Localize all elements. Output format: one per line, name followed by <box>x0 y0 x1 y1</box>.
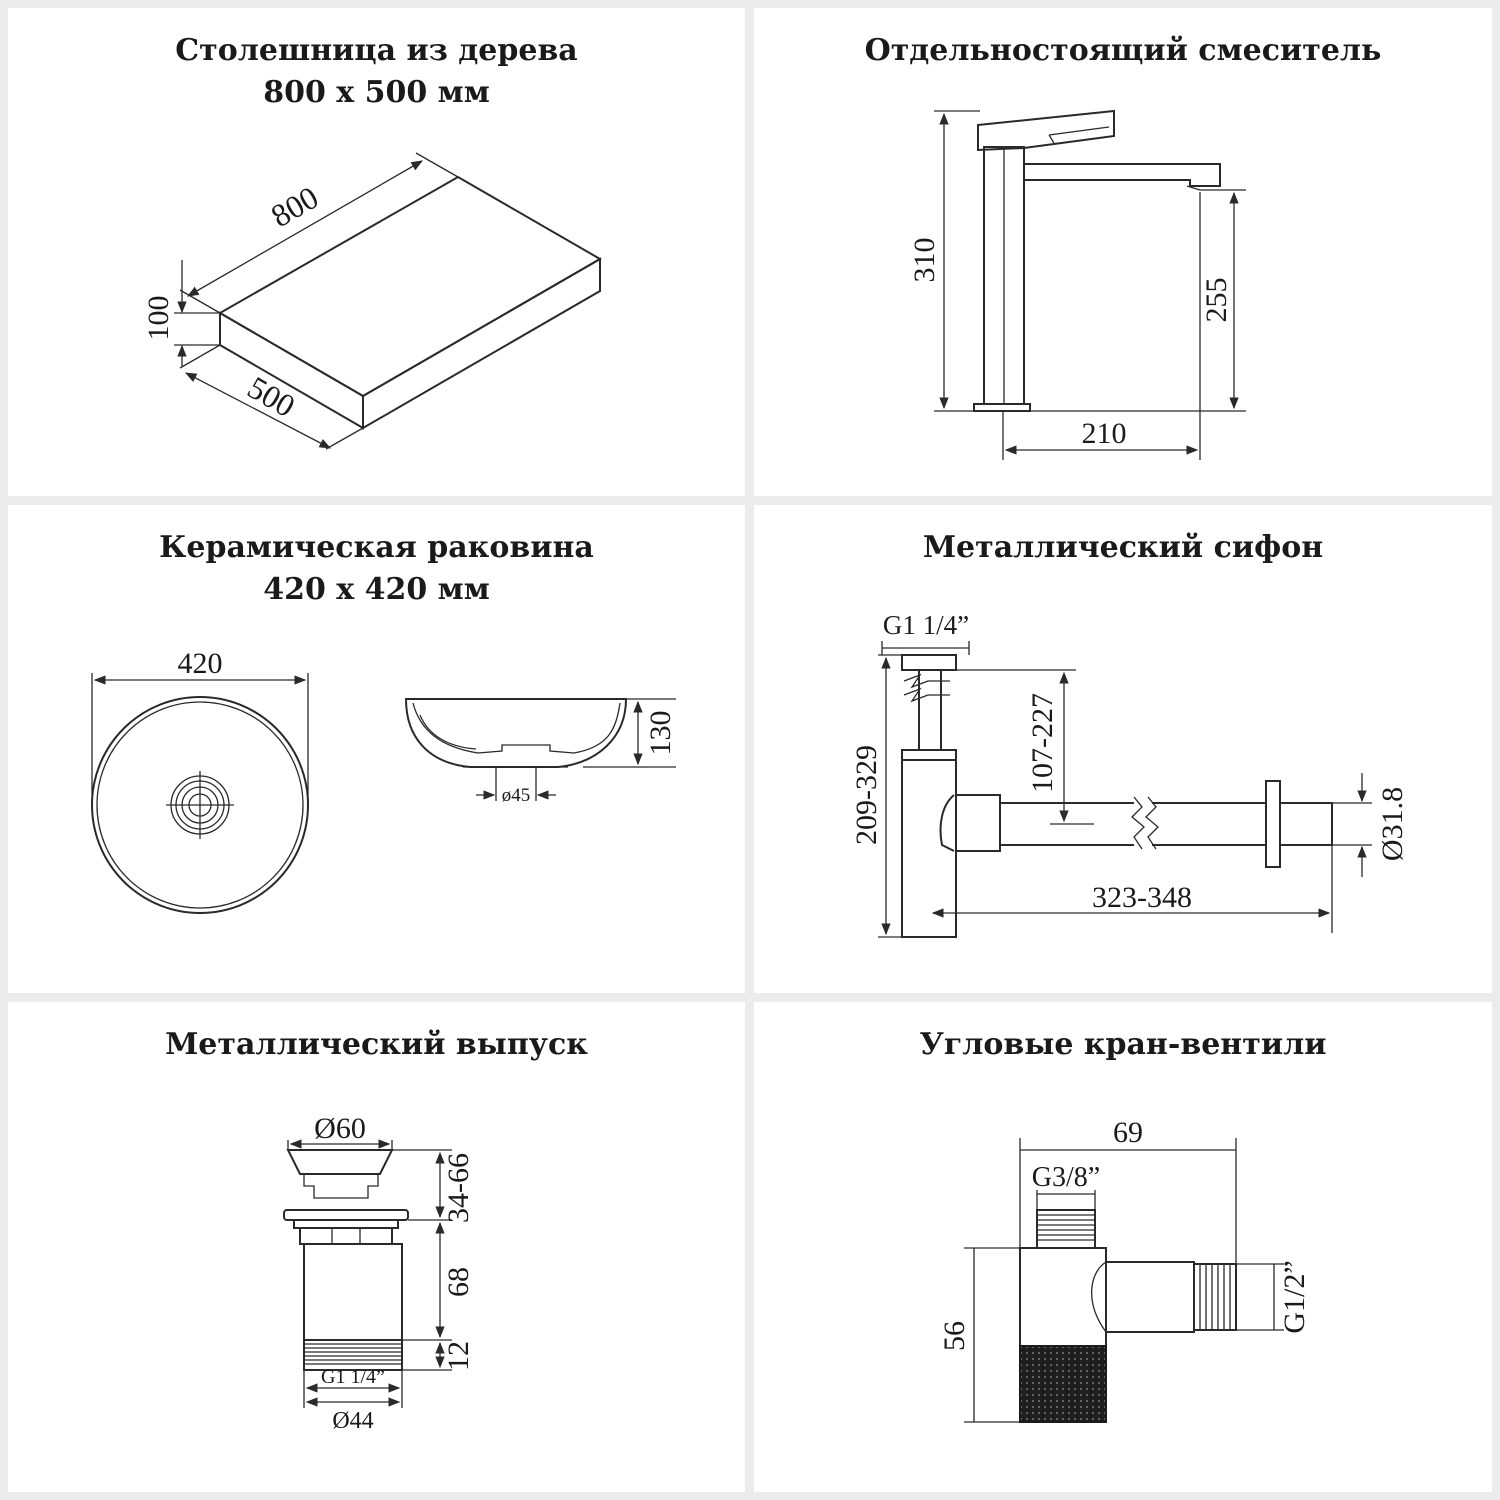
drain-flange <box>283 1209 409 1221</box>
faucet-spout <box>1024 163 1221 187</box>
dim-thread-label: G1 1/4” <box>883 610 969 640</box>
drain-body <box>303 1243 403 1341</box>
faucet-base <box>973 403 1031 412</box>
dim-inlet-label: 107-227 <box>1026 693 1059 793</box>
valve-drawing: 69 G3/8” 56 G1/2” <box>938 1116 1311 1423</box>
drain-drawing: Ø60 34-66 68 12 G1 1/4” Ø44 <box>283 1112 475 1434</box>
countertop-front-face <box>219 311 364 430</box>
dim-length-label: 800 <box>265 179 325 234</box>
faucet-handle <box>977 109 1115 152</box>
dim-side-thread-label: G1/2” <box>1278 1260 1311 1333</box>
valve-body <box>1019 1247 1107 1349</box>
panel-valve: Угловые кран-вентили <box>754 1002 1492 1492</box>
drain-thread-lines <box>304 1343 402 1365</box>
dim-siphon-height-label: 209-329 <box>850 745 883 845</box>
sink-outer-rim <box>91 696 309 914</box>
sink-drawing: 420 130 ø45 <box>91 647 677 914</box>
faucet-drawing: 310 255 210 <box>908 109 1246 460</box>
drain-cap <box>286 1149 394 1175</box>
siphon-wall-flange <box>1265 780 1281 868</box>
sink-title: Керамическая раковина <box>159 530 594 565</box>
dim-reach-label: 210 <box>1082 417 1127 450</box>
dim-line-length <box>186 160 424 297</box>
panel-sink: Керамическая раковина 420 x 420 мм 420 1… <box>8 505 745 993</box>
dim-diameter-label: 420 <box>178 647 223 680</box>
dim-siphon-length-label: 323-348 <box>1092 881 1192 914</box>
countertop-side-face <box>362 257 601 430</box>
dim-width-label: 69 <box>1113 1116 1143 1149</box>
panel-drain: Металлический выпуск Ø60 <box>8 1002 745 1492</box>
siphon-title: Металлический сифон <box>922 530 1324 565</box>
dim-thread-label: G1 1/4” <box>321 1366 385 1388</box>
countertop-title: Столешница из дерева <box>175 33 578 68</box>
dim-line-depth <box>184 372 332 449</box>
dim-top-thread-label: G3/8” <box>1032 1162 1100 1193</box>
sink-side-outer <box>404 698 628 768</box>
valve-title: Угловые кран-вентили <box>919 1027 1327 1062</box>
valve-top-thread <box>1036 1209 1096 1249</box>
panel-faucet: Отдельностоящий смеситель 310 255 210 <box>754 8 1492 496</box>
dim-pipe-label: Ø31.8 <box>1376 787 1409 861</box>
dim-body-label: 68 <box>442 1267 475 1297</box>
dim-top-label: Ø60 <box>314 1112 366 1145</box>
valve-side-thread <box>1193 1263 1237 1331</box>
faucet-title: Отдельностоящий смеситель <box>864 33 1382 68</box>
dim-thread-h-label: 12 <box>442 1341 475 1371</box>
dim-height-label: 56 <box>938 1321 971 1351</box>
panel-siphon: Металлический сифон G1 1/4” <box>754 505 1492 993</box>
countertop-drawing: 800 100 500 <box>142 152 602 450</box>
dim-spout-height-label: 255 <box>1200 278 1233 323</box>
dim-bottom-label: Ø44 <box>332 1408 373 1434</box>
siphon-elbow-collar <box>955 794 1001 852</box>
drain-thread <box>303 1339 403 1371</box>
valve-handle <box>1019 1345 1107 1423</box>
sink-subtitle: 420 x 420 мм <box>263 572 490 607</box>
dim-drain-label: ø45 <box>502 785 531 806</box>
dim-height-label: 100 <box>142 296 175 341</box>
dim-height-label: 310 <box>908 238 941 283</box>
drain-title: Металлический выпуск <box>165 1027 588 1062</box>
dim-range-label: 34-66 <box>442 1153 475 1223</box>
siphon-drawing: G1 1/4” 209-329 107-227 323-348 Ø31.8 <box>850 610 1409 938</box>
siphon-inlet-cap <box>901 654 957 671</box>
dim-depth-label: 500 <box>242 369 302 424</box>
panel-countertop: Столешница из дерева 800 x 500 мм 800 10… <box>8 8 745 496</box>
countertop-subtitle: 800 x 500 мм <box>263 75 490 110</box>
dim-sink-height-label: 130 <box>644 711 677 756</box>
